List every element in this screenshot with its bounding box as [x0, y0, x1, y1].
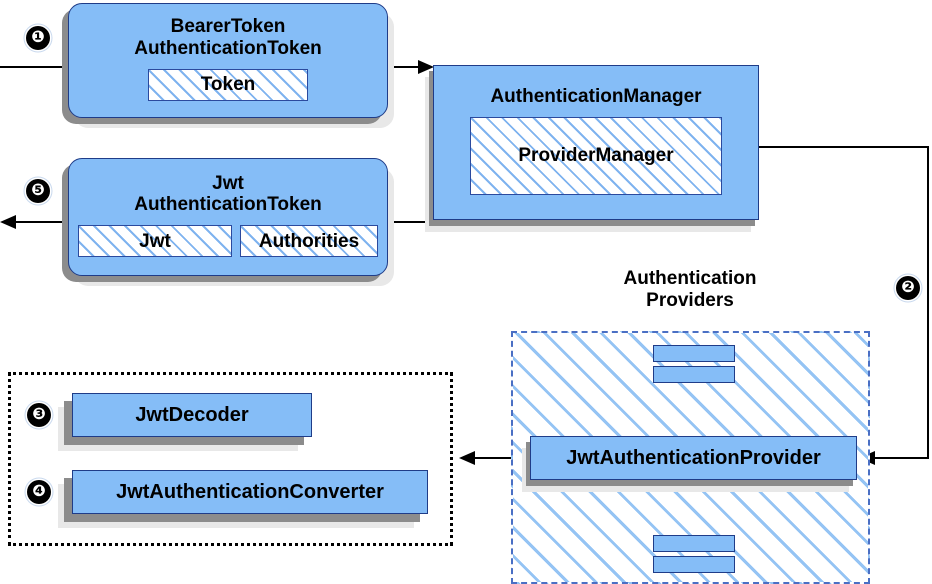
node-bearer-token-authentication-token[interactable]: BearerToken AuthenticationToken Token [68, 3, 388, 118]
auth-providers-title-line2: Providers [646, 289, 734, 311]
badge-step-4: ❹ [27, 480, 51, 504]
provider-stack-bottom-bar-2 [653, 556, 735, 573]
wire-manager-to-provider [759, 146, 929, 459]
jwt-decoder-label: JwtDecoder [135, 403, 249, 426]
jwt-token-slot-jwt-label: Jwt [139, 230, 171, 252]
arrowhead-to-manager [418, 60, 434, 74]
jwt-token-title-line1: Jwt [212, 172, 244, 194]
auth-providers-group-title: Authentication Providers [561, 268, 819, 312]
provider-stack-top [653, 345, 735, 383]
jwt-token-title-line2: AuthenticationToken [134, 194, 322, 215]
provider-stack-top-bar-1 [653, 345, 735, 362]
node-jwt-decoder[interactable]: JwtDecoder [72, 393, 312, 437]
badge-step-1: ❶ [26, 26, 50, 50]
bearer-token-title-line1: BearerToken [170, 16, 286, 38]
jwt-token-slot-authorities[interactable]: Authorities [240, 225, 378, 258]
jwt-auth-converter-label: JwtAuthenticationConverter [116, 480, 384, 503]
badge-step-3: ❸ [27, 403, 51, 427]
node-jwt-authentication-provider[interactable]: JwtAuthenticationProvider [530, 436, 857, 480]
provider-stack-bottom [653, 535, 735, 573]
node-authentication-manager[interactable]: AuthenticationManager ProviderManager [433, 65, 759, 220]
jwt-token-slot-jwt[interactable]: Jwt [78, 225, 232, 258]
provider-manager-label: ProviderManager [518, 145, 674, 167]
auth-providers-title-line1: Authentication [623, 268, 757, 289]
jwt-helpers-container [8, 372, 453, 546]
jwt-token-slot-authorities-label: Authorities [258, 230, 360, 252]
authentication-manager-slot-provider-manager[interactable]: ProviderManager [470, 117, 722, 196]
arrowhead-to-helpers [459, 451, 475, 465]
authentication-manager-title: AuthenticationManager [490, 85, 702, 107]
arrowhead-out-left [0, 215, 16, 229]
node-jwt-authentication-converter[interactable]: JwtAuthenticationConverter [72, 470, 428, 514]
node-jwt-authentication-token[interactable]: Jwt AuthenticationToken Jwt Authorities [68, 158, 388, 276]
provider-stack-bottom-bar-1 [653, 535, 735, 552]
badge-step-2: ❷ [896, 276, 920, 300]
bearer-token-title-line2: AuthenticationToken [134, 37, 322, 59]
bearer-token-slot-token[interactable]: Token [148, 68, 308, 101]
badge-step-5: ❺ [26, 179, 50, 203]
provider-stack-top-bar-2 [653, 366, 735, 383]
bearer-token-slot-token-label: Token [200, 74, 256, 96]
jwt-auth-provider-label: JwtAuthenticationProvider [566, 446, 821, 469]
jwt-token-slot-row: Jwt Authorities [78, 225, 378, 258]
